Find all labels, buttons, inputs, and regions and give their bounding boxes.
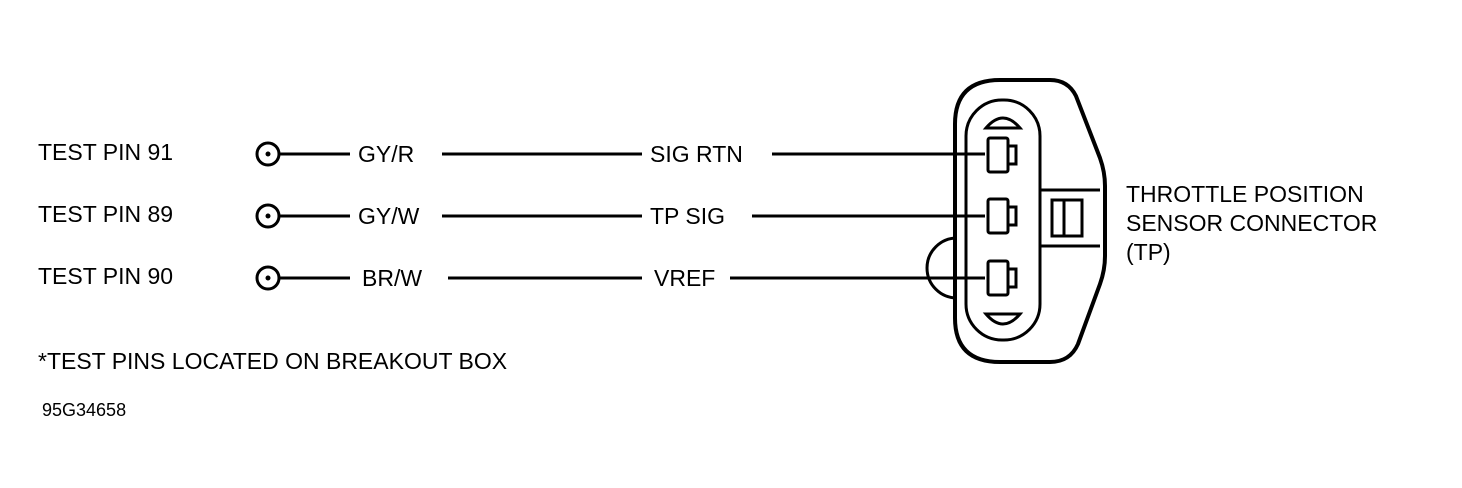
test-pin-terminal-icon [255,141,281,167]
test-pin-terminal-icon [255,265,281,291]
connector-lock-bump [925,236,958,300]
connector-key-bottom [982,312,1024,326]
terminal-2-icon [986,197,1018,235]
test-pin-label: TEST PIN 90 [38,263,173,289]
figure-code: 95G34658 [42,400,126,420]
test-pin-label: TEST PIN 89 [38,201,173,227]
terminal-3-icon [986,259,1018,297]
test-pin-label: TEST PIN 91 [38,139,173,165]
wire-row-pin-90: TEST PIN 90 BR/W VREF [38,263,985,291]
connector-key-top [982,116,1024,130]
footnote: *TEST PINS LOCATED ON BREAKOUT BOX [38,348,507,374]
wire-color-label: BR/W [362,265,422,291]
connector-shell [953,78,1107,364]
test-pin-terminal-icon [255,203,281,229]
wire-row-pin-89: TEST PIN 89 GY/W TP SIG [38,201,985,229]
connector-latch [1040,188,1100,248]
wire-color-label: GY/W [358,203,420,229]
circuit-label: SIG RTN [650,141,743,167]
circuit-label: TP SIG [650,203,725,229]
wire-color-label: GY/R [358,141,414,167]
connector-cavity [964,98,1042,342]
connector-title-line-2: SENSOR CONNECTOR [1126,210,1377,236]
tp-connector-drawing [925,78,1107,364]
connector-title-line-3: (TP) [1126,239,1171,265]
wire-row-pin-91: TEST PIN 91 GY/R SIG RTN [38,139,985,167]
circuit-label: VREF [654,265,715,291]
connector-title-line-1: THROTTLE POSITION [1126,181,1364,207]
terminal-1-icon [986,136,1018,174]
